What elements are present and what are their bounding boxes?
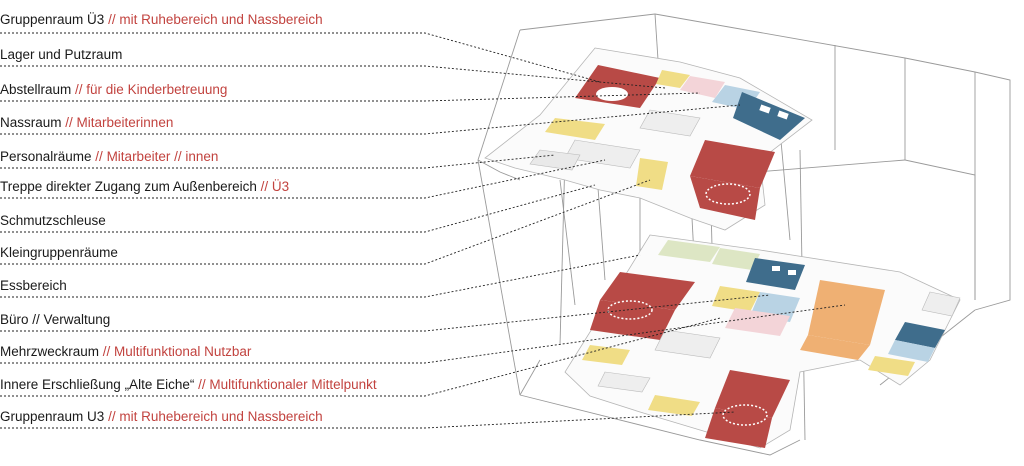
- legend-label-detail: Multifunktionaler Mittelpunkt: [209, 377, 377, 392]
- legend-label-separator: //: [61, 115, 77, 130]
- legend-label-separator: //: [194, 377, 210, 392]
- legend-label-separator: //: [104, 12, 120, 27]
- legend-label-separator: //: [91, 149, 107, 164]
- legend-label-separator: //: [99, 344, 115, 359]
- legend-label-name: Gruppenraum Ü3: [0, 12, 105, 27]
- legend-label-name: Essbereich: [0, 278, 67, 293]
- legend-label-name: Kleingruppenräume: [0, 245, 118, 260]
- legend-label-name: Abstellraum: [0, 82, 72, 97]
- legend-label-name: Büro // Verwaltung: [0, 312, 111, 327]
- legend-label-name: Nassraum: [0, 115, 62, 130]
- legend-label-name: Schmutzschleuse: [0, 213, 106, 228]
- legend-label-detail: Mitarbeiter // innen: [106, 149, 219, 164]
- legend-label-name: Gruppenraum U3: [0, 409, 105, 424]
- upper-floor-rooms: [529, 65, 805, 220]
- legend-label-name: Innere Erschließung „Alte Eiche“: [0, 377, 195, 392]
- legend-label-nassraum: Nassraum // Mitarbeiterinnen: [0, 112, 173, 134]
- legend-label-kleingruppenraeume: Kleingruppenräume: [0, 242, 118, 264]
- legend-label-detail: mit Ruhebereich und Nassbereich: [119, 409, 323, 424]
- legend-label-essbereich: Essbereich: [0, 275, 67, 297]
- legend-label-detail: Ü3: [271, 179, 290, 194]
- legend-label-schmutzschleuse: Schmutzschleuse: [0, 210, 106, 232]
- legend-label-detail: Mitarbeiterinnen: [76, 115, 174, 130]
- legend-label-detail: für die Kinderbetreuung: [86, 82, 228, 97]
- legend-label-detail: Multifunktional Nutzbar: [114, 344, 252, 359]
- legend-label-abstellraum: Abstellraum // für die Kinderbetreuung: [0, 79, 227, 101]
- legend-label-separator: //: [104, 409, 120, 424]
- legend-label-gruppenraum-ue3: Gruppenraum Ü3 // mit Ruhebereich und Na…: [0, 9, 323, 31]
- lower-floor-rooms: [582, 240, 961, 448]
- legend-label-detail: mit Ruhebereich und Nassbereich: [119, 12, 323, 27]
- legend-label-name: Lager und Putzraum: [0, 47, 123, 62]
- legend-label-separator: //: [71, 82, 87, 97]
- legend-label-innere-erschliessung: Innere Erschließung „Alte Eiche“ // Mult…: [0, 374, 377, 396]
- legend-label-personalraeume: Personalräume // Mitarbeiter // innen: [0, 146, 218, 168]
- legend-label-separator: //: [256, 179, 272, 194]
- legend-label-lager: Lager und Putzraum: [0, 44, 122, 66]
- legend-label-name: Treppe direkter Zugang zum Außenbereich: [0, 179, 257, 194]
- upper-floor-outline: [484, 47, 813, 231]
- legend-label-gruppenraum-u3: Gruppenraum U3 // mit Ruhebereich und Na…: [0, 406, 323, 428]
- legend-label-buero: Büro // Verwaltung: [0, 309, 110, 331]
- legend-label-mehrzweckraum: Mehrzweckraum // Multifunktional Nutzbar: [0, 341, 251, 363]
- legend-label-name: Personalräume: [0, 149, 92, 164]
- leader-lines: [0, 32, 846, 429]
- legend-label-name: Mehrzweckraum: [0, 344, 100, 359]
- legend-label-treppe: Treppe direkter Zugang zum Außenbereich …: [0, 176, 289, 198]
